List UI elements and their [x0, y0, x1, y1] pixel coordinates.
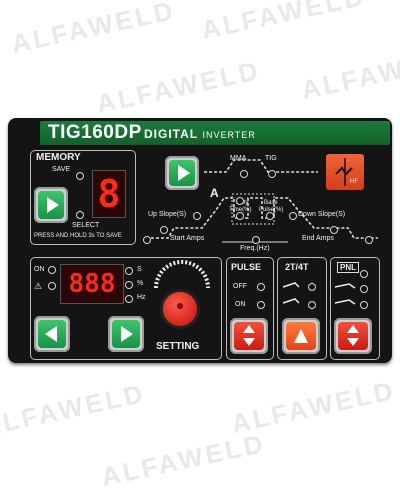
- knob-scale: [154, 260, 210, 289]
- select-led: [76, 211, 84, 219]
- header-strip: TIG160DP DIGITAL INVERTER: [40, 121, 390, 145]
- start-amps-led: [160, 226, 168, 234]
- remote-pedal-led: [360, 301, 368, 309]
- setting-knob[interactable]: [160, 289, 200, 329]
- memory-save-button[interactable]: [34, 187, 68, 223]
- 2t-led: [308, 283, 316, 291]
- trigger-section: [277, 257, 327, 360]
- base-sub-label: Pulse(%): [259, 207, 284, 213]
- remote-torch-led: [360, 285, 368, 293]
- power-on-led: [48, 266, 56, 274]
- parameter-left-button[interactable]: [34, 316, 70, 352]
- setting-label: SETTING: [156, 341, 200, 352]
- peak-led: [236, 197, 244, 205]
- save-led: [76, 172, 84, 180]
- memory-section: [30, 150, 136, 245]
- remote-toggle-button[interactable]: [334, 318, 372, 354]
- setting-section: [30, 257, 222, 360]
- hf-label: HF: [350, 179, 358, 185]
- duty-sub-label: Time(%): [229, 207, 252, 213]
- memory-title: MEMORY: [36, 152, 81, 163]
- model-name: TIG160DP: [48, 122, 142, 143]
- arrow-left-icon: [45, 326, 57, 342]
- save-label: SAVE: [52, 166, 71, 173]
- watermark: ALFAWELD: [98, 427, 269, 493]
- remote-control-icon: [334, 283, 356, 305]
- 4t-led: [308, 301, 316, 309]
- watermark: ALFAWELD: [8, 0, 179, 60]
- arrow-right-icon: [121, 326, 133, 342]
- down-slope-label: Down Slope(S): [298, 211, 346, 218]
- down-slope-led: [289, 212, 297, 220]
- power-on-label: ON: [34, 266, 45, 273]
- arrow-down-icon: [347, 338, 359, 346]
- save-hint: PRESS AND HOLD 3s TO SAVE: [34, 233, 122, 239]
- mode-select-button[interactable]: [165, 156, 199, 190]
- end-amps-label: End Amps: [302, 235, 334, 242]
- up-slope-label: Up Slope(S): [148, 211, 187, 218]
- tig-label: TIG: [265, 155, 277, 162]
- parameter-right-button[interactable]: [108, 316, 144, 352]
- freq-label: Freq.(Hz): [240, 245, 270, 252]
- arrow-up-icon: [347, 325, 359, 333]
- panel-mode-title: PNL: [337, 262, 359, 273]
- pulse-toggle-button[interactable]: [230, 318, 268, 354]
- parameter-display: 888: [60, 264, 124, 304]
- memory-digit-display: 8: [92, 170, 126, 218]
- freq-led: [252, 236, 260, 244]
- play-icon: [178, 165, 190, 181]
- unit-hz-label: Hz: [137, 294, 146, 301]
- trigger-toggle-button[interactable]: [282, 318, 320, 354]
- play-icon: [47, 197, 59, 213]
- select-label: SELECT: [72, 222, 100, 229]
- post-gas-led: [365, 236, 373, 244]
- watermark: ALFAWELD: [198, 0, 369, 46]
- hf-arc-icon: [335, 158, 353, 186]
- warning-icon: ⚠: [34, 281, 43, 291]
- pulse-off-led: [257, 283, 265, 291]
- pulse-section: [226, 257, 274, 360]
- torch-trigger-icon: [282, 282, 300, 304]
- watermark: ALFAWELD: [298, 40, 400, 106]
- pre-gas-led: [143, 236, 151, 244]
- up-slope-led: [193, 212, 201, 220]
- arrow-up-icon: [243, 325, 255, 333]
- mma-led: [240, 170, 248, 178]
- panel-led: [360, 270, 368, 278]
- pulse-on-label: ON: [235, 301, 246, 308]
- mma-label: MMA: [230, 155, 247, 162]
- unit-percent-label: %: [137, 280, 144, 287]
- unit-seconds-led: [125, 267, 133, 275]
- pulse-on-led: [257, 301, 265, 309]
- unit-hz-led: [125, 295, 133, 303]
- base-label: Base: [264, 200, 278, 206]
- pulse-off-label: OFF: [233, 283, 247, 290]
- watermark: ALFAWELD: [93, 54, 264, 120]
- warning-led: [48, 282, 56, 290]
- duty-led: [236, 212, 244, 220]
- pulse-title: PULSE: [231, 262, 262, 272]
- watermark: ALFAWELD: [0, 377, 149, 443]
- knob-center-icon: [177, 303, 183, 309]
- arrow-up-icon: [294, 329, 308, 343]
- peak-marker: A: [210, 186, 219, 200]
- arrow-down-icon: [243, 338, 255, 346]
- end-amps-led: [330, 226, 338, 234]
- unit-percent-led: [125, 281, 133, 289]
- tig-led: [268, 170, 276, 178]
- trigger-title: 2T/4T: [285, 262, 309, 272]
- hf-button[interactable]: HF: [326, 154, 364, 190]
- unit-seconds-label: S: [137, 266, 142, 273]
- start-amps-label: Start Amps: [170, 235, 205, 242]
- remote-section: [330, 257, 380, 360]
- header-subtitle: DIGITAL INVERTER: [144, 127, 256, 141]
- base-led: [266, 212, 274, 220]
